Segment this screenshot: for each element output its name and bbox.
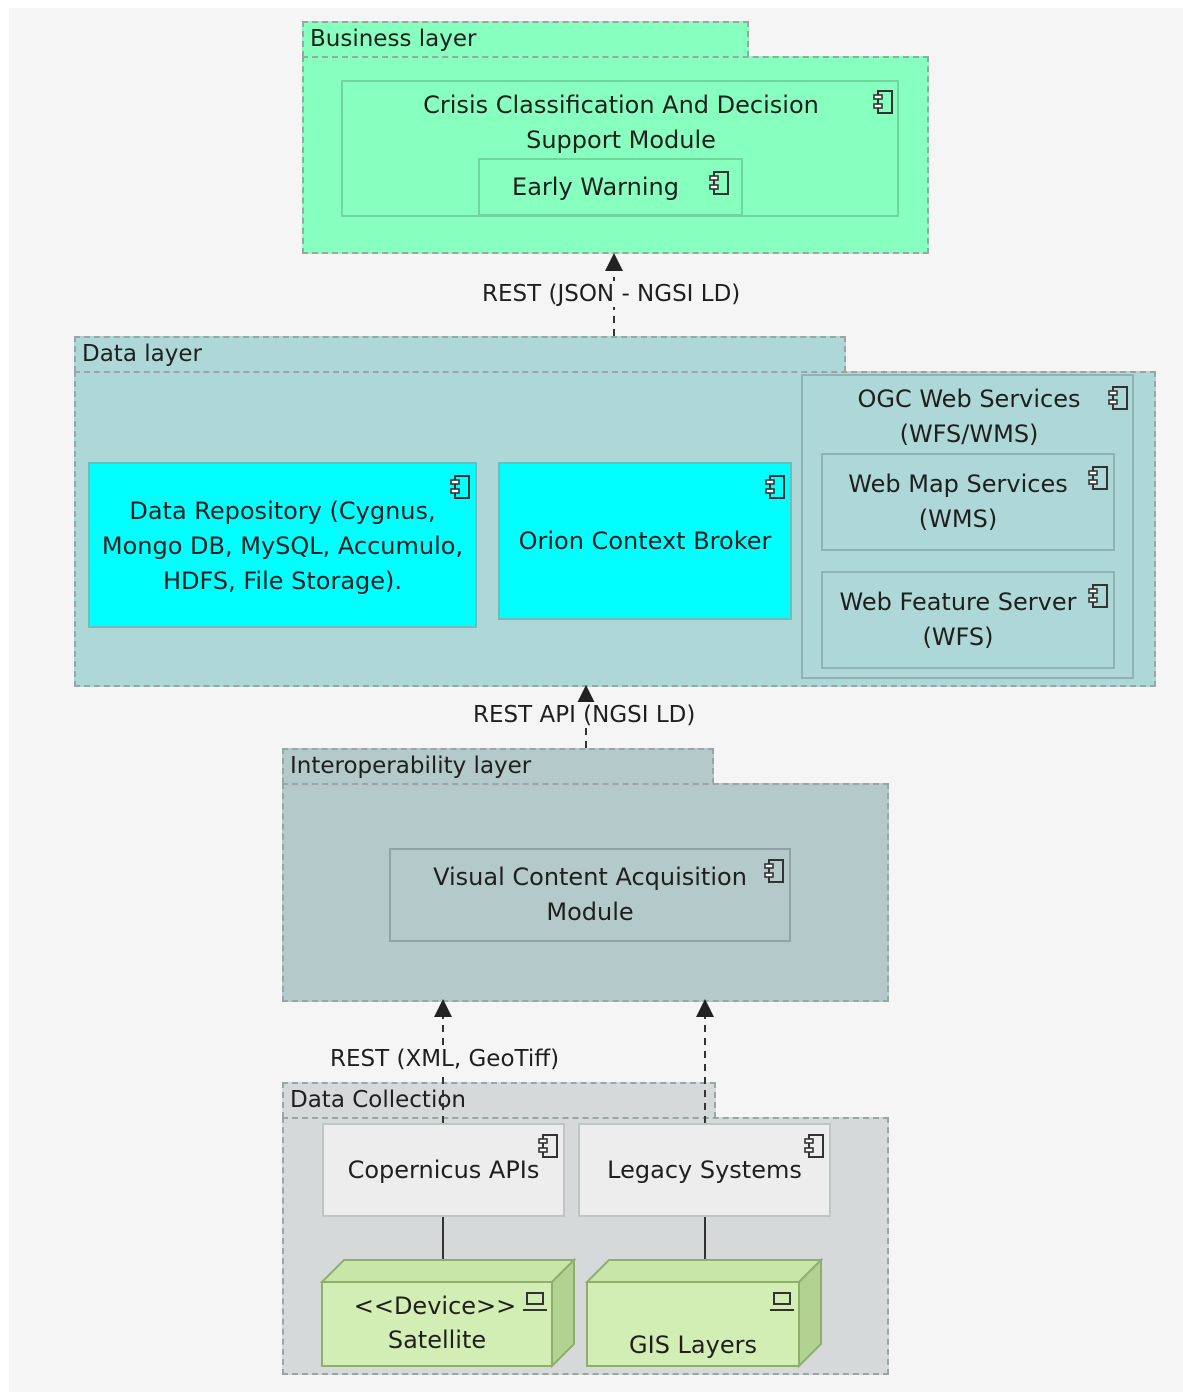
web-feature-server-component[interactable]: Web Feature Server (WFS)	[821, 571, 1115, 669]
orion-context-broker-label: Orion Context Broker	[518, 526, 772, 555]
business-layer-label: Business layer	[310, 26, 477, 52]
gis-layers-label: GIS Layers	[629, 1331, 757, 1359]
component-icon	[765, 474, 785, 499]
legacy-systems-component[interactable]: Legacy Systems	[578, 1123, 831, 1217]
component-icon	[709, 170, 729, 195]
early-warning-label: Early Warning	[512, 172, 679, 201]
data-repository-label: Data Repository (Cygnus, Mongo DB, MySQL…	[101, 497, 464, 595]
copernicus-apis-component[interactable]: Copernicus APIs	[322, 1123, 565, 1217]
data-layer-tab[interactable]: Data layer	[74, 336, 846, 372]
rest-xml-label: REST (XML, GeoTiff)	[330, 1046, 560, 1072]
legacy-systems-label: Legacy Systems	[607, 1155, 802, 1184]
satellite-node[interactable]	[319, 1257, 577, 1369]
device-icon	[770, 1292, 794, 1311]
visual-content-acquisition-component[interactable]: Visual Content Acquisition Module	[389, 848, 791, 942]
gis-layers-node[interactable]	[584, 1257, 824, 1369]
interoperability-layer-label: Interoperability layer	[290, 753, 532, 779]
interoperability-layer-tab[interactable]: Interoperability layer	[282, 748, 714, 784]
data-collection-tab[interactable]: Data Collection	[282, 1082, 716, 1118]
data-repository-component[interactable]: Data Repository (Cygnus, Mongo DB, MySQL…	[88, 462, 477, 628]
crisis-classification-label: Crisis Classification And Decision Suppo…	[423, 91, 819, 154]
device-icon	[523, 1292, 547, 1311]
component-icon	[1088, 465, 1108, 490]
orion-context-broker-component[interactable]: Orion Context Broker	[498, 462, 792, 620]
component-icon	[450, 474, 470, 499]
visual-content-acquisition-label: Visual Content Acquisition Module	[433, 863, 747, 926]
satellite-stereotype: <<Device>>	[353, 1292, 517, 1320]
early-warning-component[interactable]: Early Warning	[478, 158, 743, 216]
web-map-services-component[interactable]: Web Map Services (WMS)	[821, 453, 1115, 551]
component-icon	[538, 1133, 558, 1158]
component-icon	[873, 90, 893, 114]
component-icon	[1108, 386, 1128, 410]
component-icon	[804, 1133, 824, 1158]
satellite-label: Satellite	[387, 1326, 487, 1354]
web-feature-server-label: Web Feature Server (WFS)	[839, 588, 1077, 651]
data-layer-label: Data layer	[82, 341, 202, 367]
web-map-services-label: Web Map Services (WMS)	[848, 470, 1068, 533]
business-layer-tab[interactable]: Business layer	[302, 21, 749, 57]
component-icon	[764, 858, 784, 883]
component-icon	[1088, 583, 1108, 608]
ogc-web-services-label: OGC Web Services (WFS/WMS)	[857, 385, 1081, 448]
rest-api-label: REST API (NGSI LD)	[473, 702, 696, 728]
copernicus-apis-label: Copernicus APIs	[347, 1155, 540, 1184]
rest-json-label: REST (JSON - NGSI LD)	[482, 281, 741, 307]
data-collection-label: Data Collection	[290, 1087, 466, 1113]
